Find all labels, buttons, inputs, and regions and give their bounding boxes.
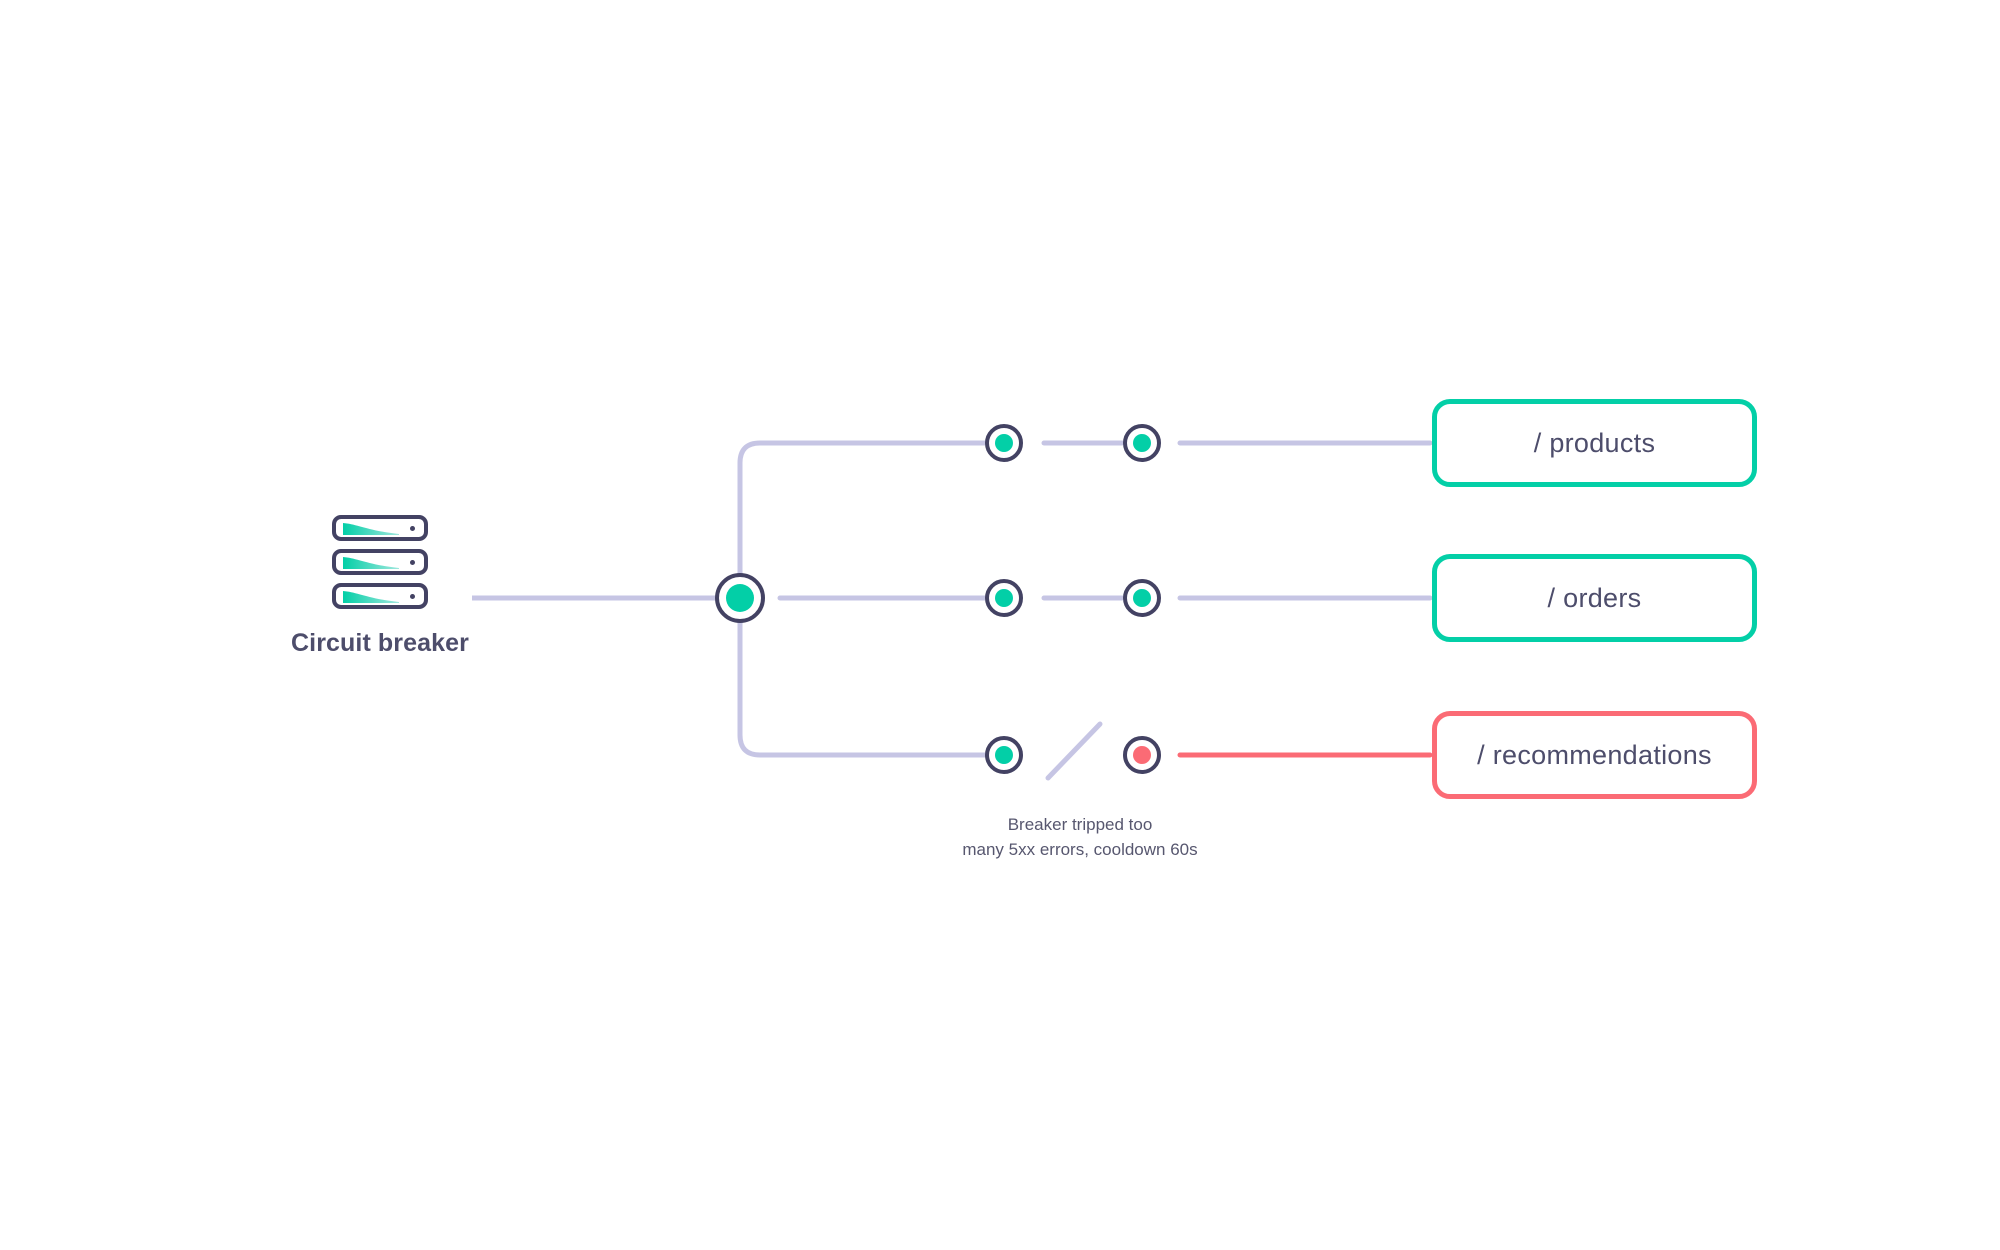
recommendations-node-2[interactable] xyxy=(1123,736,1161,774)
signal-decay-icon xyxy=(343,591,399,603)
node-status-dot xyxy=(995,746,1013,764)
orders-node-2[interactable] xyxy=(1123,579,1161,617)
status-led xyxy=(410,525,415,531)
node-status-dot xyxy=(726,584,754,612)
products-node-1[interactable] xyxy=(985,424,1023,462)
server-slice xyxy=(332,515,428,541)
source-label: Circuit breaker xyxy=(291,629,469,657)
endpoint-pill-recommendations[interactable]: / recommendations xyxy=(1432,711,1757,799)
status-led xyxy=(410,593,415,599)
breaker-caption: Breaker tripped too many 5xx errors, coo… xyxy=(935,812,1225,862)
router-hub-node[interactable] xyxy=(715,573,765,623)
wire-hub-to-recommendations-branch xyxy=(737,619,988,758)
recommendations-node-1[interactable] xyxy=(985,736,1023,774)
source-circuit-breaker: Circuit breaker xyxy=(255,515,505,658)
signal-decay-icon xyxy=(343,557,399,569)
status-led xyxy=(410,559,415,565)
endpoint-label: / products xyxy=(1533,427,1656,458)
caption-line-1: Breaker tripped too xyxy=(1007,815,1153,834)
server-stack-icon xyxy=(332,515,428,609)
node-status-dot xyxy=(995,589,1013,607)
server-slice xyxy=(332,583,428,609)
broken-link-slash-icon xyxy=(1045,721,1103,781)
node-status-dot xyxy=(995,434,1013,452)
node-status-dot xyxy=(1133,746,1151,764)
orders-node-1[interactable] xyxy=(985,579,1023,617)
server-slice xyxy=(332,549,428,575)
endpoint-pill-orders[interactable]: / orders xyxy=(1432,554,1757,642)
endpoint-label: / orders xyxy=(1547,582,1642,613)
node-status-dot xyxy=(1133,589,1151,607)
wire-hub-to-products-branch xyxy=(737,440,988,578)
endpoint-pill-products[interactable]: / products xyxy=(1432,399,1757,487)
caption-line-2: many 5xx errors, cooldown 60s xyxy=(962,840,1198,859)
node-status-dot xyxy=(1133,434,1151,452)
signal-decay-icon xyxy=(343,523,399,535)
endpoint-label: / recommendations xyxy=(1477,739,1712,770)
products-node-2[interactable] xyxy=(1123,424,1161,462)
